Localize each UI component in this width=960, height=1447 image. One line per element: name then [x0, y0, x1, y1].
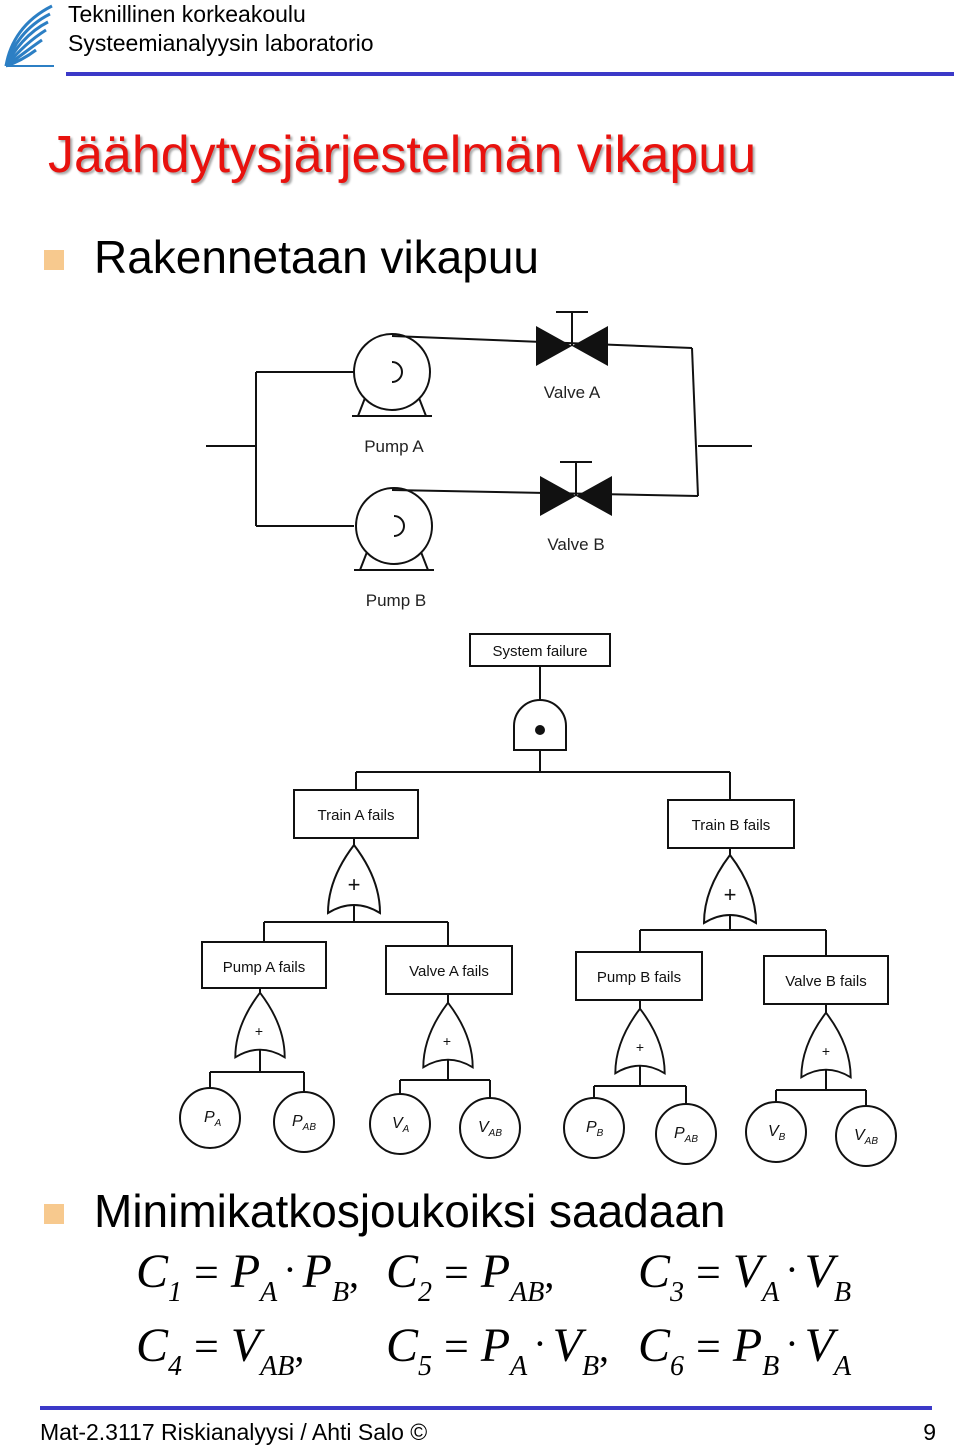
pump-a-fails-label: Pump A fails: [223, 959, 306, 976]
system-failure-label: System failure: [492, 643, 587, 660]
basic-event-circles: [179, 1087, 897, 1167]
footer-course: Mat-2.3117 Riskianalyysi / Ahti Salo ©: [40, 1419, 428, 1445]
or-gate-symbol-train-a: +: [348, 872, 361, 897]
cut-set-c2: C2=PAB,: [386, 1245, 555, 1308]
train-b-fails-label: Train B fails: [692, 817, 771, 834]
cut-set-c1: C1=PA·PB,: [136, 1245, 360, 1308]
cooling-system-schematic: [206, 311, 752, 571]
basic-event-va: VA: [392, 1115, 410, 1135]
valve-b-label: Valve B: [547, 535, 604, 554]
or-gate-symbol-pump-a: +: [255, 1023, 263, 1039]
pump-b-fails-label: Pump B fails: [597, 969, 681, 986]
basic-event-vab-2: VAB: [854, 1127, 878, 1147]
footer-rule: [40, 1406, 932, 1410]
valve-symbols: [536, 326, 612, 516]
cut-set-c4: C4=VAB,: [136, 1319, 305, 1382]
institution-header: Teknillinen korkeakoulu Systeemianalyysi…: [68, 0, 374, 58]
pump-b-label: Pump B: [366, 591, 426, 610]
institution-name: Teknillinen korkeakoulu: [68, 1, 306, 27]
bullet-marker-1: [44, 250, 64, 270]
laboratory-name: Systeemianalyysin laboratorio: [68, 30, 374, 56]
bullet-marker-2: [44, 1204, 64, 1224]
or-gates: [234, 844, 852, 1079]
valve-b-fails-label: Valve B fails: [785, 973, 866, 990]
bullet-text-2: Minimikatkosjoukoiksi saadaan: [94, 1185, 726, 1237]
basic-event-pa: PA: [204, 1109, 222, 1129]
cut-set-c6: C6=PB·VA: [638, 1319, 852, 1382]
pump-a-label: Pump A: [364, 437, 424, 456]
basic-event-pb: PB: [586, 1119, 604, 1139]
event-boxes: [201, 633, 889, 1005]
university-logo-icon: [4, 4, 54, 68]
valve-a-label: Valve A: [544, 383, 601, 402]
basic-event-vab-1: VAB: [478, 1119, 502, 1139]
slide-title: Jäähdytysjärjestelmän vikapuu: [48, 126, 757, 184]
cut-set-c3: C3=VA·VB: [638, 1245, 852, 1308]
basic-event-vb: VB: [768, 1123, 786, 1143]
or-gate-symbol-valve-b: +: [822, 1043, 830, 1059]
cut-set-c5: C5=PA·VB,: [386, 1319, 610, 1382]
valve-a-fails-label: Valve A fails: [409, 963, 489, 980]
train-a-fails-label: Train A fails: [318, 807, 395, 824]
or-gate-symbol-valve-a: +: [443, 1033, 451, 1049]
basic-event-pab-2: PAB: [674, 1125, 698, 1145]
header-rule: [66, 72, 954, 76]
or-gate-symbol-pump-b: +: [636, 1039, 644, 1055]
bullet-text-1: Rakennetaan vikapuu: [94, 231, 539, 283]
or-gate-symbol-train-b: +: [724, 882, 737, 907]
page-number: 9: [923, 1419, 936, 1445]
basic-event-pab-1: PAB: [292, 1113, 316, 1133]
